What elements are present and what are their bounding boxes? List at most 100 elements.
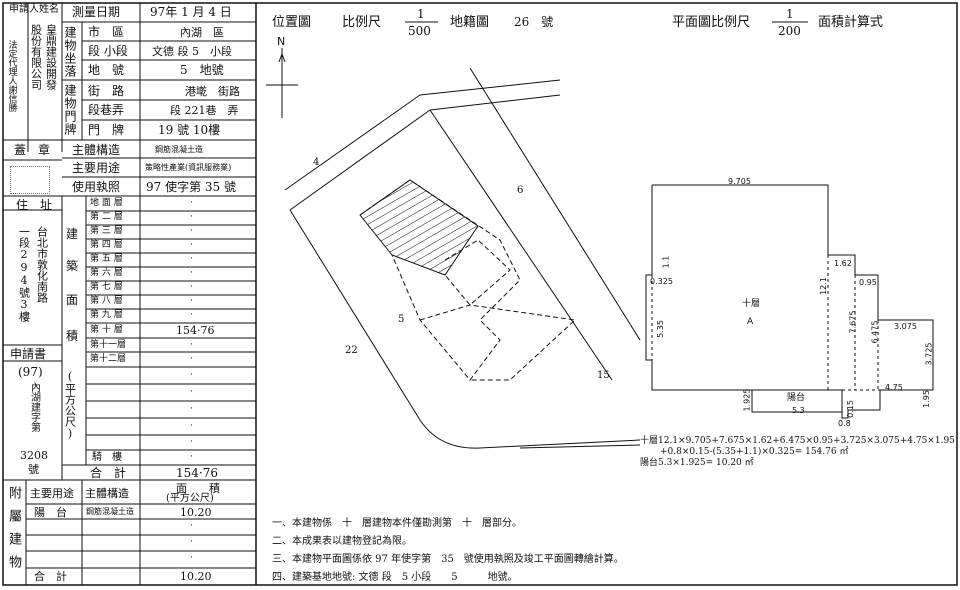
- floor-4: 第 五 層: [90, 254, 123, 264]
- annex-col-area: 面 積: [176, 482, 220, 495]
- annex-row-use-0: 陽 台: [34, 506, 67, 519]
- dim-step-top: 1.62: [834, 259, 852, 268]
- application-suffix: 號: [28, 463, 39, 476]
- floor-3: 第 四 層: [90, 240, 123, 250]
- applicant-label: 申請人姓名: [9, 4, 59, 15]
- structure-label: 主體構造: [72, 143, 121, 157]
- area-unit: (平方公尺): [63, 370, 77, 440]
- note-4: 四、建築基地地號: 文德 段 5 小段 5 地號。: [272, 572, 518, 583]
- dim-195: 1.95: [921, 390, 931, 408]
- floor-1: 第 二 層: [90, 212, 123, 222]
- floor-area-9: 154·76: [176, 324, 215, 337]
- license-value: 97 使字第 35 號: [146, 180, 236, 194]
- extra-area-1: ·: [190, 387, 193, 397]
- cadastral-no: 26 號: [514, 15, 554, 29]
- application-num: 3208: [20, 449, 48, 462]
- annex-col-area-unit: (平方公尺): [166, 493, 214, 504]
- applicant-name-2: 股份有限公司: [29, 24, 43, 90]
- floor-area-4: ·: [190, 254, 193, 264]
- arcade-value: ·: [190, 452, 193, 462]
- location-key-1: 段 小段: [88, 44, 128, 58]
- floor-plan-scale-den: 200: [778, 24, 801, 38]
- floor-area-11: ·: [190, 354, 193, 364]
- dim-left-325: 0.325: [650, 277, 673, 286]
- annex-label: 附屬建物: [6, 486, 21, 578]
- dim-015: 0.15: [845, 400, 855, 418]
- dim-7675: 7.675: [848, 310, 858, 334]
- application-number: (97): [18, 365, 43, 379]
- dim-left-small: 1.1: [661, 255, 671, 269]
- area-total-value: 154·76: [176, 466, 218, 480]
- arcade-label: 騎 樓: [92, 452, 122, 463]
- floor-area-8: ·: [190, 310, 193, 320]
- balcony-label: 陽台: [787, 393, 806, 403]
- location-value-1: 文德 段 5 小段: [152, 45, 232, 58]
- applicant-rep: 法定代理人謝信勝: [6, 40, 17, 112]
- annex-row-area-1: ·: [190, 521, 193, 531]
- annex-col-use: 主要用途: [30, 487, 74, 500]
- floor-plan-scale-num: 1: [786, 7, 794, 21]
- area-formula-3: 陽台5.3×1.925= 10.20 ㎡: [640, 458, 754, 468]
- annex-col-struct: 主體構造: [85, 487, 129, 500]
- parcel-4: 4: [313, 157, 320, 168]
- note-2: 二、本成果表以建物登記為限。: [272, 536, 412, 547]
- floor-area-1: ·: [190, 212, 193, 222]
- floor-0: 地 面 層: [90, 198, 123, 208]
- floor-area-7: ·: [190, 296, 193, 306]
- area-calc-label: 面積計算式: [818, 15, 884, 30]
- dim-53: 5.3: [792, 406, 805, 415]
- applicant-name-1: 皇鼎建設開發: [44, 24, 58, 90]
- note-1: 一、本建物係 十 層建物本件僅勘測第 十 層部分。: [272, 518, 522, 529]
- annex-total-label: 合 計: [34, 570, 67, 583]
- main-use-label: 主要用途: [72, 161, 121, 175]
- position-map-title: 位置圖: [272, 15, 312, 30]
- position-scale-label: 比例尺: [342, 15, 382, 30]
- survey-date: 97年 1 月 4 日: [150, 5, 232, 19]
- extra-area-2: ·: [190, 404, 193, 414]
- doorplate-label: 建物門牌: [63, 84, 77, 136]
- main-use-value: 策略性產業(資訊服務業): [145, 163, 232, 172]
- seal-label: 蓋 章: [14, 143, 51, 157]
- location-value-2: 5 地號: [180, 63, 224, 77]
- survey-label: 測量日期: [72, 5, 121, 19]
- room-label: 十層: [742, 299, 761, 309]
- position-scale-den: 500: [408, 24, 431, 38]
- address-col2: 台北市敦化南路: [35, 226, 49, 303]
- location-label: 建物坐落: [63, 26, 77, 78]
- extra-area-3: ·: [190, 421, 193, 431]
- address-label: 住 址: [16, 198, 53, 212]
- dim-475: 4.75: [885, 383, 903, 392]
- floor-area-10: ·: [190, 340, 193, 350]
- extra-area-4: ·: [190, 437, 193, 447]
- doorplate-key-0: 街 路: [88, 84, 125, 98]
- area-label-zhu: 築: [66, 259, 79, 273]
- location-key-0: 市 區: [88, 25, 125, 39]
- floor-area-5: ·: [190, 268, 193, 278]
- dim-3725: 3.725: [924, 342, 934, 366]
- dim-left-main: 5.35: [655, 320, 665, 338]
- license-label: 使用執照: [72, 180, 121, 194]
- annex-total-value: 10.20: [180, 570, 212, 583]
- seal-stamp: [10, 166, 50, 194]
- annex-row-area-0: 10.20: [180, 506, 212, 519]
- extra-area-0: ·: [190, 370, 193, 380]
- dim-095: 0.95: [859, 278, 877, 287]
- location-value-0: 內湖 區: [180, 26, 224, 39]
- area-formula-1: 十層12.1×9.705+7.675×1.62+6.475×0.95+3.725…: [640, 436, 955, 446]
- annex-row-area-3: ·: [190, 553, 193, 563]
- dim-1925: 1.925: [742, 388, 752, 412]
- dim-3075: 3.075: [894, 322, 917, 331]
- parcel-22: 22: [345, 345, 358, 356]
- area-label-jian: 建: [66, 227, 79, 241]
- floor-6: 第 七 層: [90, 282, 123, 292]
- address-col1: 一段294號3樓: [17, 226, 31, 322]
- floor-area-0: ·: [190, 198, 193, 208]
- floor-7: 第 八 層: [90, 296, 123, 306]
- north-label: N: [277, 35, 286, 48]
- floor-10: 第十一層: [90, 340, 127, 350]
- annex-row-area-2: ·: [190, 537, 193, 547]
- application-label: 申請書: [10, 347, 47, 361]
- floor-2: 第 三 層: [90, 226, 123, 236]
- dim-121: 12.1: [818, 277, 828, 295]
